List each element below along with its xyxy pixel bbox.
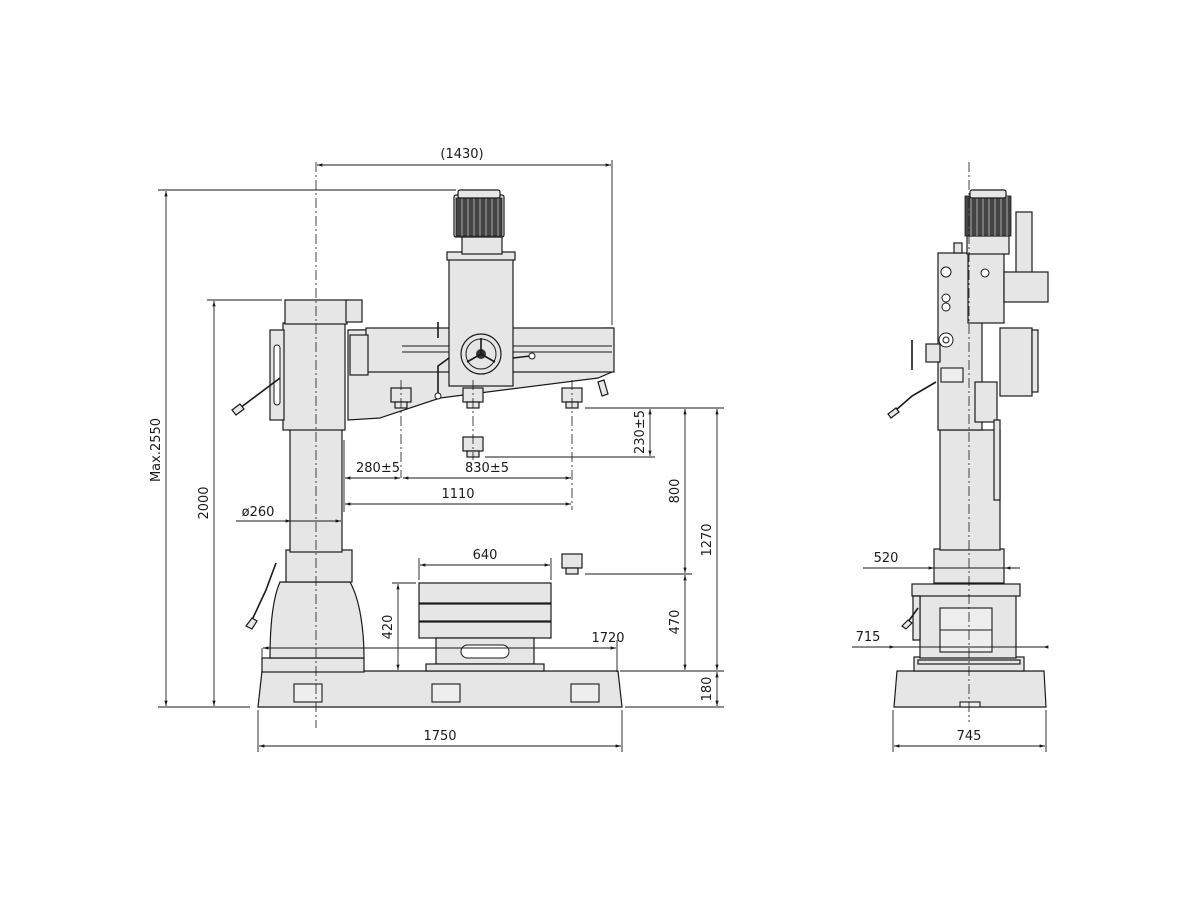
dim-spindle-reach: 280±5 830±5 1110 — [343, 440, 571, 512]
dim-arm-travel: 230±5 — [485, 409, 655, 458]
side-drill-head — [887, 189, 1049, 501]
front-view: (1430) Max.2550 2000 ø260 280±5 — [149, 147, 724, 752]
dim-column-diameter: ø260 — [236, 505, 341, 523]
feed-handwheel — [460, 333, 502, 375]
dim-base-length: 1750 — [257, 710, 623, 752]
svg-text:470: 470 — [668, 610, 683, 635]
dim-arm-reach: (1430) — [317, 147, 613, 325]
svg-text:1720: 1720 — [591, 631, 624, 646]
dim-column-height: 2000 — [197, 299, 282, 706]
svg-text:715: 715 — [856, 630, 881, 645]
dim-max-height: Max.2550 — [149, 189, 456, 708]
dim-table-width: 715 — [852, 630, 1049, 649]
dim-base-working-length: 1720 — [261, 631, 625, 672]
dim-spindle-max: 1270 — [700, 409, 719, 670]
column-base-bell — [261, 549, 365, 673]
side-column — [939, 429, 1001, 551]
dim-base-width: 745 — [892, 710, 1047, 752]
svg-text:2000: 2000 — [197, 486, 212, 519]
spindle-positions — [390, 379, 609, 575]
dim-base-height: 180 — [700, 672, 719, 706]
dim-spindle-to-table: 800 — [668, 409, 687, 573]
dim-table-size: 640 — [418, 548, 552, 580]
machine-base — [257, 670, 623, 708]
svg-text:280±5: 280±5 — [356, 461, 400, 476]
dim-table-height: 420 — [381, 582, 416, 670]
motor-fan-cover — [455, 197, 503, 237]
dim-spindle-min: 470 — [668, 575, 687, 670]
drill-head — [434, 189, 536, 400]
column-clamp-lever — [231, 377, 281, 416]
svg-text:1270: 1270 — [700, 523, 715, 556]
svg-text:420: 420 — [381, 615, 396, 640]
svg-text:745: 745 — [957, 729, 982, 744]
svg-text:1110: 1110 — [441, 487, 474, 502]
svg-text:180: 180 — [700, 677, 715, 702]
svg-text:520: 520 — [874, 551, 899, 566]
box-table — [418, 582, 552, 672]
svg-text:ø260: ø260 — [242, 505, 275, 520]
side-view: 520 715 745 — [852, 162, 1049, 752]
svg-text:1750: 1750 — [423, 729, 456, 744]
svg-text:640: 640 — [473, 548, 498, 563]
svg-text:800: 800 — [668, 479, 683, 504]
base-lever — [245, 562, 277, 630]
svg-text:830±5: 830±5 — [465, 461, 509, 476]
svg-text:(1430): (1430) — [440, 147, 483, 162]
svg-text:Max.2550: Max.2550 — [149, 418, 164, 482]
dim-sleeve-width: 520 — [863, 551, 1020, 570]
svg-text:230±5: 230±5 — [633, 410, 648, 454]
